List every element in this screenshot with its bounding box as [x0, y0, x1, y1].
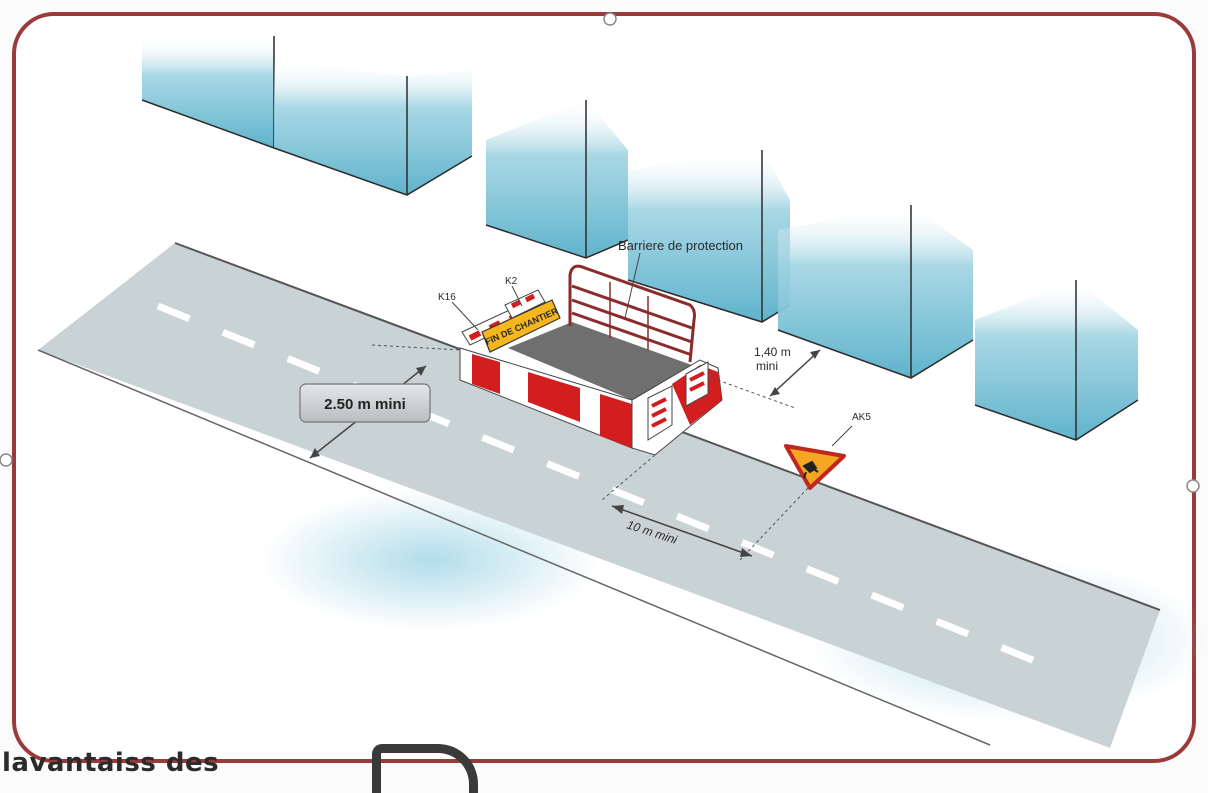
building: [975, 280, 1138, 440]
building: [628, 150, 790, 322]
width-140-sub-label: mini: [756, 359, 778, 373]
frame-knob-right: [1186, 479, 1200, 493]
width-250-badge: [299, 383, 431, 423]
ak5-label: AK5: [852, 412, 871, 423]
barrier-label: Barriere de protection: [618, 238, 743, 253]
building: [486, 100, 628, 258]
fin-de-chantier-sign: [481, 299, 561, 353]
road-works-diagram: FIN DE CHANTIER Barrier: [0, 12, 1208, 763]
dim-10-lines: [601, 454, 809, 561]
caption-text: lavantaiss des: [2, 748, 220, 778]
dim-250-line: [371, 344, 461, 351]
buildings: [141, 36, 1139, 441]
frame-knob-left: [0, 453, 13, 467]
k2-sign: [504, 289, 546, 319]
road-centre-line: [156, 302, 1064, 676]
work-zone: FIN DE CHANTIER: [459, 264, 723, 456]
dim-140-line: [711, 377, 796, 409]
chevron-panel: [647, 361, 709, 441]
k2-label: K2: [505, 276, 518, 287]
work-zone-floor: [508, 322, 700, 400]
dim-140-arrow: [769, 349, 821, 397]
building: [274, 60, 472, 195]
frame-knob-top: [603, 12, 617, 26]
worker-pictogram: [802, 460, 819, 479]
dim-10-arrow: [611, 505, 753, 557]
annotation-lines: [451, 252, 853, 447]
building: [778, 205, 973, 378]
k16-label: K16: [438, 292, 456, 303]
building: [142, 36, 274, 148]
width-140-label: 1,40 m: [754, 345, 791, 359]
protection-barrier: [568, 264, 696, 363]
large-letter-fragment: [372, 744, 478, 793]
width-250-label: 2.50 m mini: [324, 396, 406, 413]
road-edge: [37, 349, 991, 746]
